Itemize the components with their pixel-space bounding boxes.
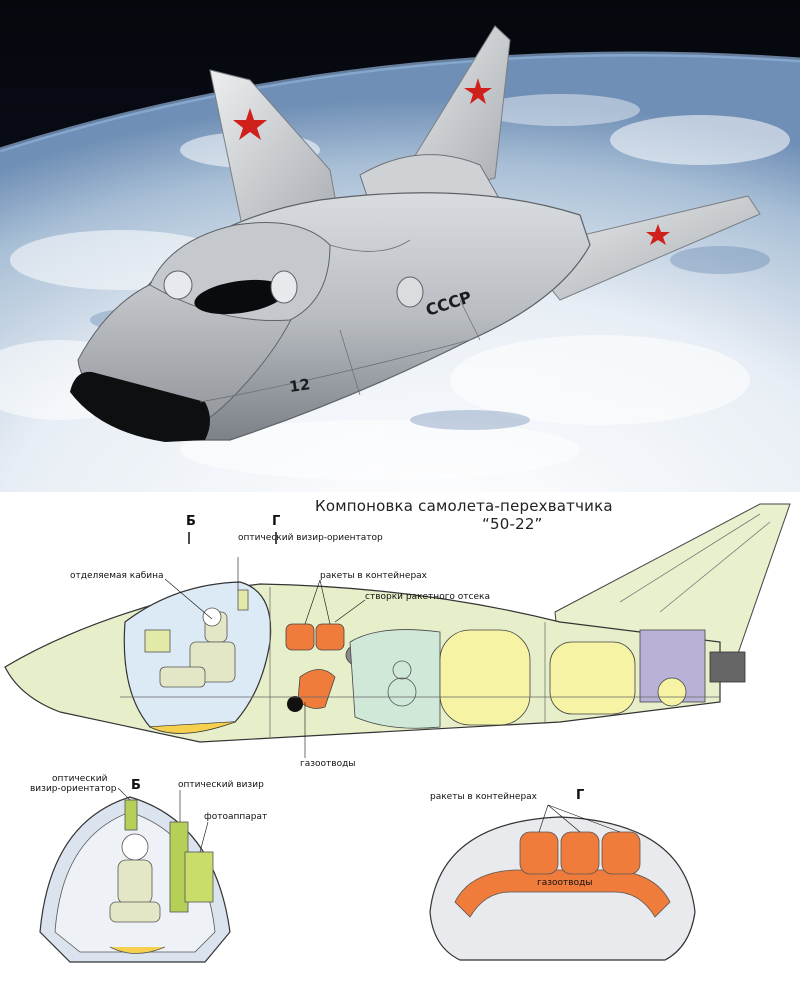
section-g-rocket bbox=[601, 831, 641, 875]
red-star-icon bbox=[464, 78, 492, 104]
red-star-icon bbox=[233, 108, 267, 140]
label-b-optic-orienter-2: визир-ориентатор bbox=[30, 784, 117, 794]
engine-fairing bbox=[359, 154, 501, 206]
label-gas-vents: газоотводы bbox=[300, 759, 356, 769]
label-g-gas-vents: газоотводы bbox=[537, 878, 593, 888]
optic-orienter bbox=[237, 589, 249, 611]
atmosphere-rim bbox=[0, 51, 800, 153]
red-star-icon bbox=[646, 224, 670, 245]
section-g-gas-vents bbox=[454, 869, 671, 918]
label-rocket-bay-doors: створки ракетного отсека bbox=[365, 592, 490, 602]
side-window-right bbox=[270, 270, 298, 304]
rocket-container bbox=[315, 623, 345, 651]
cockpit-window bbox=[194, 279, 286, 315]
section-b-title: Б bbox=[131, 778, 141, 793]
label-g-rocket-containers: ракеты в контейнерах bbox=[430, 792, 538, 802]
label-camera: фотоаппарат bbox=[204, 812, 268, 822]
section-marker-b: Б bbox=[186, 514, 196, 529]
frame-lines bbox=[120, 587, 720, 737]
teal-tank bbox=[349, 629, 441, 729]
camera bbox=[184, 851, 214, 903]
label-optic-sight: оптический визир bbox=[178, 780, 264, 790]
gas-vent bbox=[297, 669, 336, 709]
optic-orienter-b bbox=[124, 799, 138, 831]
label-ejectable-cabin: отделяемая кабина bbox=[70, 571, 164, 581]
fuel-tank bbox=[549, 641, 636, 715]
diagram-title: Компоновка самолета-перехватчика bbox=[315, 497, 613, 515]
rendering-canvas: СССР 12 bbox=[0, 0, 800, 492]
section-g-rocket bbox=[560, 831, 600, 875]
section-marker-g: Г bbox=[272, 514, 281, 529]
diagram-title-model: “50-22” bbox=[482, 515, 543, 533]
tail-number: 12 bbox=[288, 375, 311, 396]
layout-diagram: Компоновка самолета-перехватчика “50-22”… bbox=[0, 492, 800, 984]
label-optic-orienter: оптический визир-ориентатор bbox=[238, 533, 383, 543]
leader-lines bbox=[164, 557, 366, 758]
left-fin bbox=[209, 69, 341, 241]
nose-cap bbox=[70, 371, 210, 442]
panel-lines bbox=[199, 239, 481, 403]
label-b-optic-orienter-1: оптический bbox=[52, 774, 108, 784]
section-b-pilot bbox=[109, 833, 161, 923]
fuel-tank bbox=[439, 629, 531, 726]
gas-vent-outlet bbox=[287, 696, 303, 712]
spaceplane-rendering: СССР 12 bbox=[0, 0, 800, 492]
rocket-container bbox=[285, 623, 315, 651]
cloud-patches bbox=[0, 94, 790, 480]
side-view-drawing bbox=[4, 503, 791, 963]
label-rocket-containers: ракеты в контейнерах bbox=[320, 571, 428, 581]
section-g-rocket bbox=[519, 831, 559, 875]
pilot-seat bbox=[159, 607, 236, 688]
nozzle bbox=[709, 651, 746, 683]
porthole bbox=[396, 276, 424, 308]
section-g-title: Г bbox=[576, 788, 585, 803]
side-window-left bbox=[163, 270, 193, 300]
